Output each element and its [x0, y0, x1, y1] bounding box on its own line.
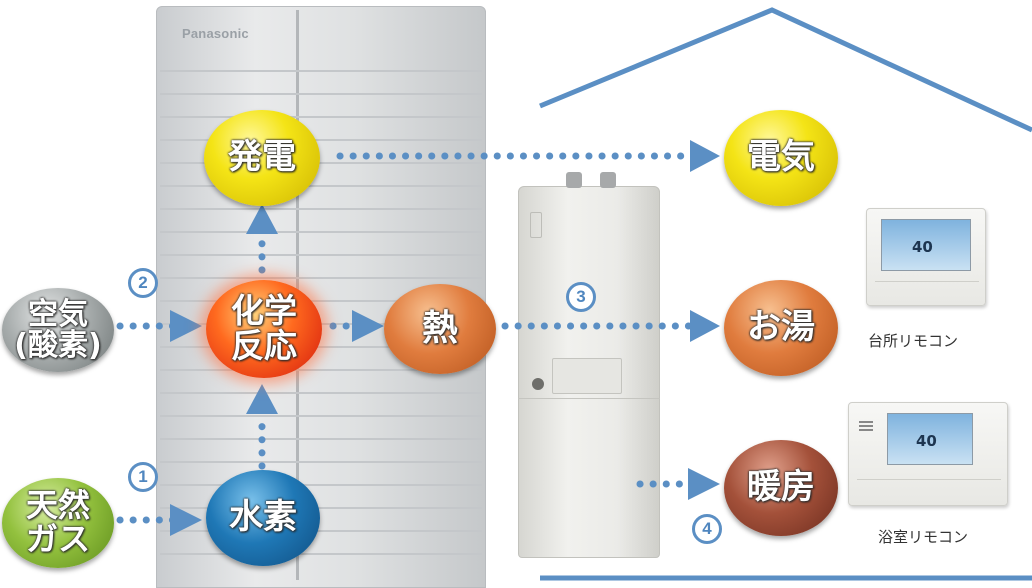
fuel-cell-panel-line — [160, 185, 482, 187]
fuel-cell-panel-line — [160, 438, 482, 440]
step-badge-2: 2 — [128, 268, 158, 298]
fuel-cell-panel-line — [160, 116, 482, 118]
fuel-cell-panel-line — [160, 300, 482, 302]
tank-divider — [518, 398, 660, 399]
brand-logo: Panasonic — [182, 26, 249, 41]
kitchen-remote-screen: 40 — [881, 219, 971, 271]
fuel-cell-panel-line — [160, 70, 482, 72]
arrowhead-hotwater — [690, 310, 720, 342]
node-electricity: 電気 — [724, 110, 838, 206]
node-hot-water: お湯 — [724, 280, 838, 376]
step-badge-3: 3 — [566, 282, 596, 312]
node-air: 空気 (酸素) — [2, 288, 114, 372]
fuel-cell-panel-line — [160, 507, 482, 509]
tank-display-slot — [530, 212, 542, 238]
speaker-icon — [859, 421, 873, 433]
bath-remote-screen: 40 — [887, 413, 973, 465]
fuel-cell-panel-line — [160, 93, 482, 95]
fuel-cell-panel-line — [160, 484, 482, 486]
tank-pipe-left — [566, 172, 582, 188]
node-chemical-reaction: 化学 反応 — [206, 280, 322, 378]
bath-remote-buttons — [857, 479, 1001, 496]
node-natural-gas: 天然 ガス — [2, 478, 114, 568]
tank-access-panel — [552, 358, 622, 394]
fuel-cell-panel-line — [160, 461, 482, 463]
step-badge-4: 4 — [692, 514, 722, 544]
fuel-cell-panel-line — [160, 392, 482, 394]
arrowhead-gas — [170, 504, 202, 536]
bath-remote-label: 浴室リモコン — [878, 528, 969, 546]
fuel-cell-panel-line — [160, 231, 482, 233]
kitchen-remote: 40 — [866, 208, 986, 306]
node-hydrogen: 水素 — [206, 470, 320, 566]
tank-pipe-right — [600, 172, 616, 188]
bath-remote: 40 — [848, 402, 1008, 506]
fuel-cell-panel-line — [160, 254, 482, 256]
kitchen-remote-temp: 40 — [912, 238, 933, 256]
fuel-cell-panel-line — [160, 277, 482, 279]
step-badge-1: 1 — [128, 462, 158, 492]
arrowhead-heat — [352, 310, 384, 342]
fuel-cell-panel-line — [160, 139, 482, 141]
kitchen-remote-buttons — [875, 281, 979, 298]
node-heating: 暖房 — [724, 440, 838, 536]
fuel-cell-panel-line — [160, 346, 482, 348]
arrowhead-heating — [688, 468, 720, 500]
arrowhead-power — [246, 204, 278, 234]
node-power-generation: 発電 — [204, 110, 320, 206]
fuel-cell-panel-line — [160, 553, 482, 555]
node-heat: 熱 — [384, 284, 496, 374]
fuel-cell-panel-line — [160, 369, 482, 371]
tank-gauge-icon — [532, 378, 544, 390]
kitchen-remote-label: 台所リモコン — [868, 332, 959, 350]
arrowhead-electricity — [690, 140, 720, 172]
arrowhead-air — [170, 310, 202, 342]
fuel-cell-panel-line — [160, 208, 482, 210]
arrowhead-hydrogen — [246, 384, 278, 414]
fuel-cell-panel-line — [160, 530, 482, 532]
fuel-cell-panel-line — [160, 415, 482, 417]
bath-remote-temp: 40 — [916, 432, 937, 450]
fuel-cell-panel-line — [160, 162, 482, 164]
